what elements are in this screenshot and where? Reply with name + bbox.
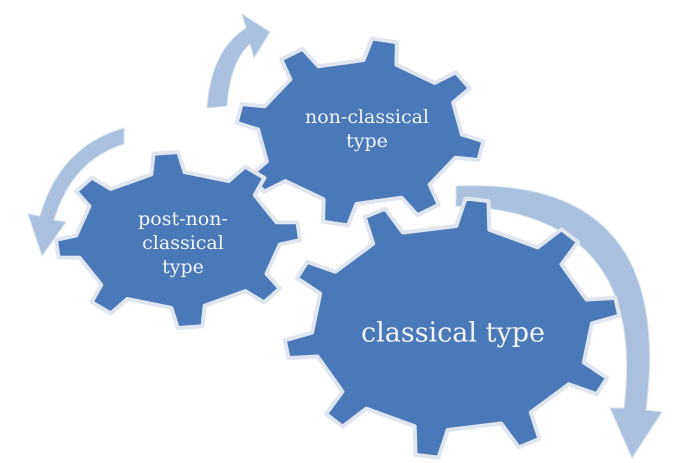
gear-label-line: classical type bbox=[361, 318, 545, 349]
gear-label-line: type bbox=[162, 256, 204, 278]
gear-non-classical: non-classical type bbox=[234, 36, 486, 228]
gear-classical: classical type bbox=[282, 196, 622, 460]
gear-label-line: type bbox=[346, 130, 388, 152]
gear-label-line: non-classical bbox=[305, 106, 429, 128]
gear-icon bbox=[282, 196, 622, 460]
gear-label-line: post-non- bbox=[138, 208, 228, 230]
curved-arrow-icon bbox=[206, 12, 271, 109]
curved-arrow-icon bbox=[27, 127, 125, 258]
gear-icon bbox=[54, 150, 302, 330]
gear-post-non-classical: post-non- classical type bbox=[54, 150, 302, 330]
gear-icon bbox=[234, 36, 486, 228]
gear-label-line: classical bbox=[142, 232, 224, 254]
